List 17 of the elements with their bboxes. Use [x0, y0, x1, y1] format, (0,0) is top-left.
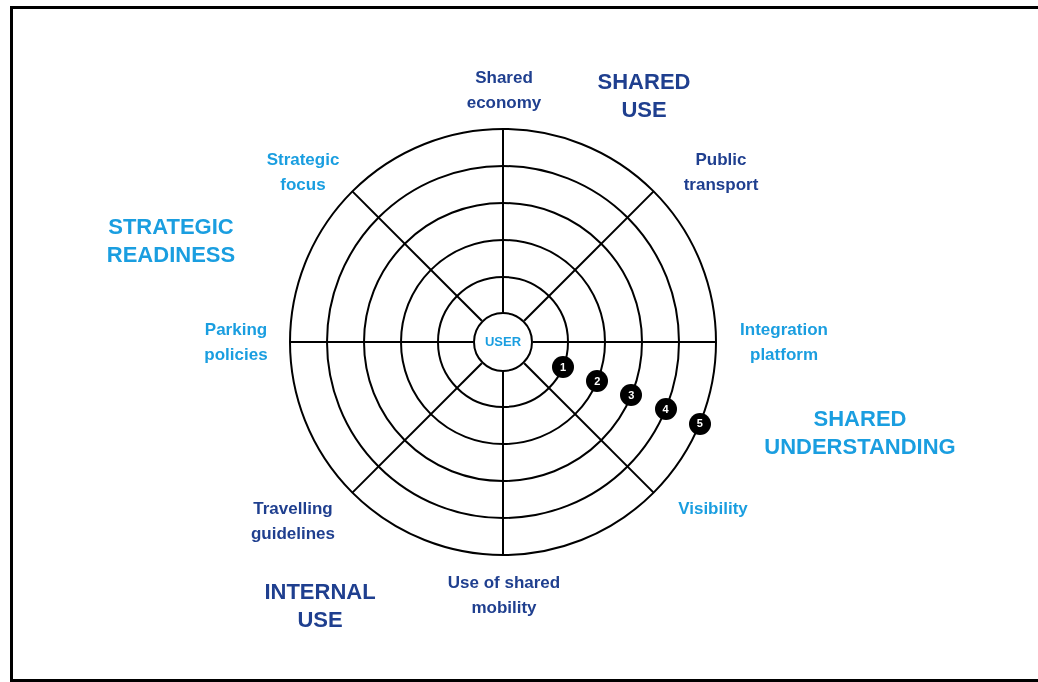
sector-label: Use of shared mobility — [446, 572, 562, 619]
sector-label: Integration platform — [739, 319, 829, 366]
sector-label: Visibility — [677, 498, 749, 520]
number-marker: 3 — [620, 384, 643, 407]
number-marker: 4 — [654, 398, 677, 421]
category-label: SHARED USE — [596, 68, 692, 124]
number-marker: 2 — [586, 370, 609, 393]
sector-label: Travelling guidelines — [249, 498, 337, 545]
sector-label: Strategic focus — [265, 149, 341, 196]
category-label: STRATEGIC READINESS — [105, 213, 237, 269]
number-marker: 1 — [552, 355, 575, 378]
sector-label: Shared economy — [465, 67, 543, 114]
category-label: SHARED UNDERSTANDING — [763, 405, 957, 461]
sector-label: Public transport — [682, 149, 760, 196]
category-label: INTERNAL USE — [263, 578, 377, 634]
sector-label: Parking policies — [203, 319, 269, 366]
number-marker: 5 — [688, 412, 711, 435]
